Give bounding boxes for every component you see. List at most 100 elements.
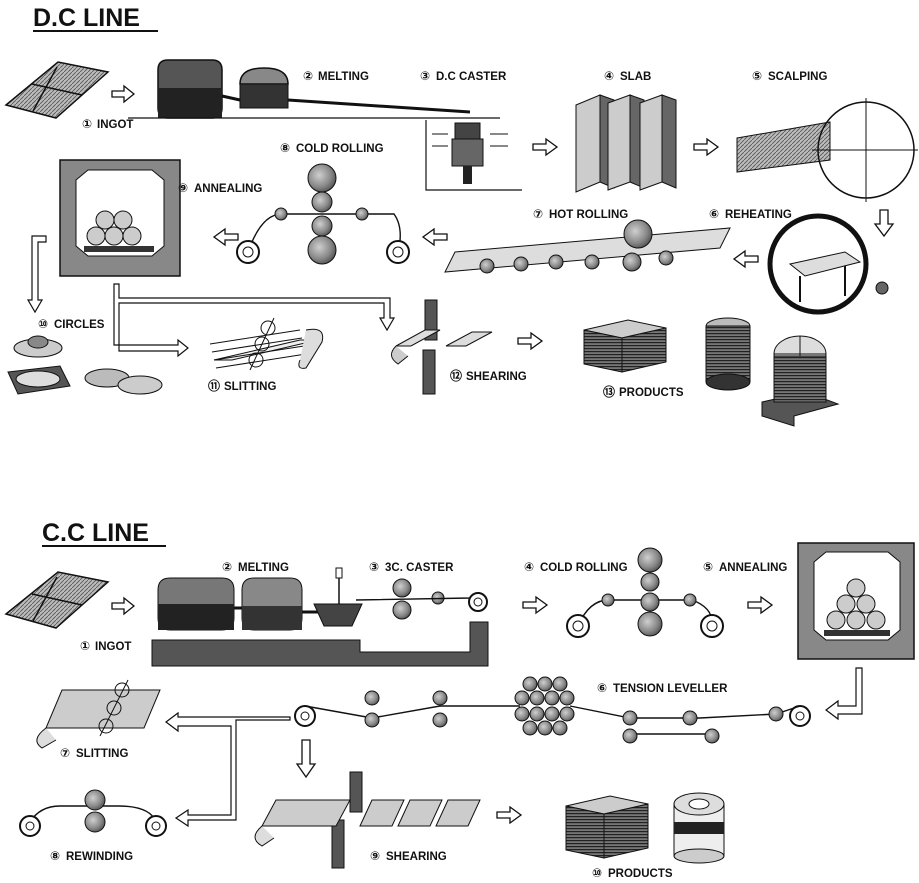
cc-step-coldrolling-label: ④ COLD ROLLING — [524, 560, 628, 574]
dc-hot-rolling-mill — [445, 220, 730, 273]
svg-text:REHEATING: REHEATING — [725, 209, 792, 221]
svg-text:③: ③ — [420, 69, 430, 83]
dc-cold-rolling-mill — [237, 164, 409, 264]
cc-line-title: C.C LINE — [42, 519, 149, 547]
svg-text:SLITTING: SLITTING — [224, 381, 276, 393]
svg-text:SCALPING: SCALPING — [768, 71, 827, 83]
svg-text:SHEARING: SHEARING — [386, 851, 447, 863]
cc-products-illustration — [566, 793, 724, 863]
dc-scalping-illustration — [737, 98, 918, 202]
svg-text:⑧: ⑧ — [50, 849, 60, 863]
svg-text:⑥: ⑥ — [597, 681, 607, 695]
svg-text:ANNEALING: ANNEALING — [719, 562, 787, 574]
svg-text:HOT ROLLING: HOT ROLLING — [549, 209, 628, 221]
svg-text:①: ① — [82, 117, 92, 131]
cc-arrow-shearing-to-products — [497, 807, 521, 823]
svg-text:⑥: ⑥ — [709, 207, 719, 221]
svg-text:PRODUCTS: PRODUCTS — [619, 387, 684, 399]
cc-arrow-leveller-to-shearing — [297, 740, 315, 777]
dc-line-section: D.C LINE ① INGOT ② MELTING — [6, 4, 918, 426]
dc-step-reheating-label: ⑥ REHEATING — [709, 207, 792, 221]
cc-melting-furnaces — [152, 568, 488, 666]
cc-rewinding-illustration — [20, 790, 166, 836]
dc-step-circles-label: ⑩ CIRCLES — [38, 317, 105, 331]
dc-step-products-label: ⑬ PRODUCTS — [603, 384, 684, 399]
cc-annealing-furnace — [798, 543, 914, 659]
svg-text:②: ② — [303, 69, 313, 83]
dc-step-caster-label: ③ D.C CASTER — [420, 69, 507, 83]
cc-slitting-illustration — [37, 680, 160, 748]
dc-step-slitting-label: ⑪ SLITTING — [208, 378, 276, 393]
cc-tension-leveller — [295, 677, 810, 743]
dc-arrow-ingot-to-melting — [112, 86, 134, 102]
svg-text:⑦: ⑦ — [533, 207, 543, 221]
dc-arrow-reheating-to-hotrolling — [734, 251, 758, 267]
cc-step-leveller-label: ⑥ TENSION LEVELLER — [597, 681, 728, 695]
svg-text:INGOT: INGOT — [95, 641, 131, 653]
svg-text:④: ④ — [604, 69, 614, 83]
svg-text:CIRCLES: CIRCLES — [54, 319, 105, 331]
svg-text:⑩: ⑩ — [38, 317, 48, 331]
dc-arrow-annealing-to-circles — [28, 236, 46, 312]
cc-arrow-caster-to-coldrolling — [523, 597, 547, 613]
svg-text:②: ② — [222, 560, 232, 574]
svg-text:⑤: ⑤ — [703, 560, 713, 574]
svg-text:COLD ROLLING: COLD ROLLING — [296, 143, 384, 155]
cc-3c-caster — [356, 579, 487, 619]
dc-arrow-scalping-down — [875, 210, 893, 236]
svg-text:⑤: ⑤ — [752, 69, 762, 83]
svg-text:⑦: ⑦ — [60, 746, 70, 760]
dc-step-hotrolling-label: ⑦ HOT ROLLING — [533, 207, 628, 221]
cc-step-slitting-label: ⑦ SLITTING — [60, 746, 128, 760]
cc-step-caster-label: ③ 3C. CASTER — [369, 560, 454, 574]
dc-step-scalping-label: ⑤ SCALPING — [752, 69, 827, 83]
svg-text:ANNEALING: ANNEALING — [194, 183, 262, 195]
svg-text:MELTING: MELTING — [318, 71, 369, 83]
dc-annealing-furnace — [60, 160, 180, 276]
svg-text:D.C CASTER: D.C CASTER — [436, 71, 507, 83]
svg-text:COLD ROLLING: COLD ROLLING — [540, 562, 628, 574]
svg-text:⑪: ⑪ — [208, 378, 220, 393]
dc-step-annealing-label: ⑨ ANNEALING — [178, 181, 262, 195]
cc-step-annealing-label: ⑤ ANNEALING — [703, 560, 787, 574]
dc-line-title: D.C LINE — [33, 4, 140, 32]
svg-text:INGOT: INGOT — [97, 119, 133, 131]
dc-step-coldrolling-label: ⑧ COLD ROLLING — [280, 141, 384, 155]
dc-step-ingot-label: ① INGOT — [82, 117, 133, 131]
dc-slab-illustration — [576, 95, 676, 192]
cc-step-ingot-label: ① INGOT — [80, 639, 131, 653]
cc-step-products-label: ⑩ PRODUCTS — [592, 866, 673, 880]
dc-arrow-caster-to-slab — [533, 139, 557, 155]
svg-text:SLITTING: SLITTING — [76, 748, 128, 760]
dc-arrow-slab-to-scalping — [694, 139, 718, 155]
svg-text:SHEARING: SHEARING — [466, 371, 527, 383]
dc-arrow-coldrolling-to-annealing — [214, 229, 238, 245]
svg-text:REWINDING: REWINDING — [66, 851, 133, 863]
dc-slitting-illustration — [210, 318, 323, 370]
svg-text:⑨: ⑨ — [178, 181, 188, 195]
svg-text:SLAB: SLAB — [620, 71, 651, 83]
dc-step-slab-label: ④ SLAB — [604, 69, 651, 83]
svg-text:①: ① — [80, 639, 90, 653]
dc-arrow-hotrolling-to-coldrolling — [423, 229, 447, 245]
cc-arrow-ingot-to-melting — [112, 598, 134, 614]
cc-step-rewinding-label: ⑧ REWINDING — [50, 849, 133, 863]
cc-arrow-coldrolling-to-annealing — [748, 597, 772, 613]
dc-arrow-shearing-to-products — [518, 333, 542, 349]
svg-text:⑫: ⑫ — [450, 368, 462, 383]
svg-text:⑨: ⑨ — [370, 849, 380, 863]
dc-caster-illustration — [426, 120, 522, 190]
cc-step-melting-label: ② MELTING — [222, 560, 289, 574]
dc-reheating-furnace — [770, 216, 888, 312]
svg-text:MELTING: MELTING — [238, 562, 289, 574]
svg-text:④: ④ — [524, 560, 534, 574]
svg-text:3C. CASTER: 3C. CASTER — [385, 562, 454, 574]
dc-products-illustration — [584, 318, 838, 426]
svg-text:③: ③ — [369, 560, 379, 574]
cc-step-shearing-label: ⑨ SHEARING — [370, 849, 447, 863]
cc-ingot-illustration — [6, 572, 108, 628]
svg-text:⑬: ⑬ — [603, 384, 615, 399]
svg-text:PRODUCTS: PRODUCTS — [608, 868, 673, 880]
svg-text:⑩: ⑩ — [592, 866, 602, 880]
